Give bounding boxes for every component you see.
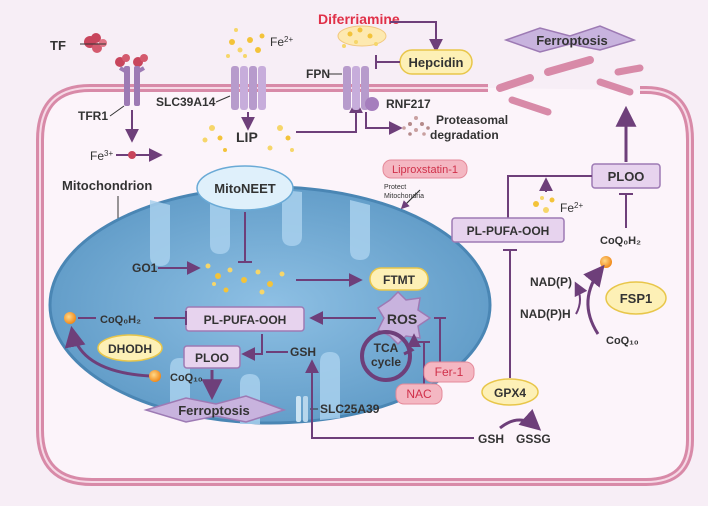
gpx4-label: GPX4 bbox=[494, 386, 526, 400]
fe3-label: Fe3+ bbox=[90, 149, 113, 164]
coq-h2-right-label: CoQ₀H₂ bbox=[600, 235, 641, 247]
mitoneet-label: MitoNEET bbox=[214, 181, 275, 196]
tca-label: TCA bbox=[374, 341, 399, 355]
proteasome-icon bbox=[402, 116, 430, 136]
ferroptosis-top-star bbox=[503, 25, 637, 53]
membrane-fragment bbox=[508, 96, 552, 116]
coq10-right-label: CoQ₁₀ bbox=[606, 335, 639, 347]
pl-pufa-to-ploo-arrow bbox=[241, 334, 263, 361]
coq10-left-label: CoQ₁₀ bbox=[170, 372, 203, 384]
pl-pufa-to-ploo-line bbox=[507, 175, 592, 218]
fpn-transporter bbox=[343, 66, 369, 110]
slc39a14-transporter bbox=[231, 66, 266, 110]
ferroptosis-bottom-star bbox=[143, 395, 287, 423]
ftmt-box bbox=[369, 267, 429, 291]
coq-h2-left-label: CoQ₀H₂ bbox=[100, 314, 141, 326]
degradation-label: degradation bbox=[430, 128, 499, 142]
nac-label: NAC bbox=[406, 387, 432, 401]
rnf217-protein bbox=[365, 97, 379, 111]
gpx4-box bbox=[481, 378, 539, 406]
lip-label: LIP bbox=[236, 129, 258, 145]
fe3-ion bbox=[128, 151, 136, 159]
gsh-to-gssg-arrow bbox=[499, 408, 542, 431]
iron-cluster-mito bbox=[205, 263, 285, 295]
ploo-left-box bbox=[183, 345, 241, 369]
nadp-label: NAD(P) bbox=[530, 275, 572, 289]
dhodh-label: DHODH bbox=[108, 342, 152, 356]
liproxstatin-arrow bbox=[400, 189, 421, 210]
gsh-import-arrow bbox=[305, 359, 474, 439]
rnf217-label: RNF217 bbox=[386, 97, 431, 111]
fpn-label: FPN bbox=[306, 67, 330, 81]
dhodh-box bbox=[97, 334, 163, 362]
fsp1-box bbox=[605, 281, 667, 315]
mitochondrion-label: Mitochondrion bbox=[62, 178, 152, 193]
proteasomal-label: Proteasomal bbox=[436, 113, 508, 127]
mitoneet-box bbox=[196, 165, 294, 211]
liproxstatin-box bbox=[382, 159, 468, 179]
coq10-left-ion bbox=[149, 370, 161, 382]
gsh-mito-label: GSH bbox=[290, 345, 316, 359]
fer1-box bbox=[423, 361, 475, 383]
ftmt-label: FTMT bbox=[383, 273, 416, 287]
gssg-label: GSSG bbox=[516, 432, 551, 446]
slc25a39-transporter bbox=[296, 396, 308, 422]
iron-cluster-top bbox=[226, 28, 265, 58]
gsh-bottom-label: GSH bbox=[478, 432, 504, 446]
membrane-fragment bbox=[496, 74, 534, 92]
membrane-fragment bbox=[614, 64, 644, 76]
nadph-to-nadp-arrow bbox=[574, 281, 588, 315]
dhodh-cycle-arrow bbox=[64, 325, 151, 378]
coq-h2-left-ion bbox=[64, 312, 76, 324]
coq-h2-right-ion bbox=[600, 256, 612, 268]
fsp1-cycle-arrow bbox=[583, 264, 605, 335]
tf-label: TF bbox=[50, 38, 66, 53]
tfr1-pointer bbox=[109, 105, 125, 117]
diferriamine-complex bbox=[337, 25, 387, 47]
cycle-label: cycle bbox=[371, 355, 401, 369]
iron-cluster-right bbox=[533, 196, 555, 213]
pl-pufa-ooh-right-label: PL-PUFA-OOH bbox=[467, 224, 550, 238]
ploo-right-label: PLOO bbox=[608, 169, 645, 184]
lip-to-fpn-arrow bbox=[296, 99, 363, 133]
ferroptosis-bottom-label: Ferroptosis bbox=[178, 403, 250, 418]
mitochondria-label: Mitochondria bbox=[384, 193, 424, 200]
fpn-degradation-arrow bbox=[365, 112, 403, 135]
slc39a14-label: SLC39A14 bbox=[156, 95, 216, 109]
fer1-label: Fer-1 bbox=[435, 365, 464, 379]
tfr1-label: TFR1 bbox=[78, 109, 108, 123]
pl-pufa-ooh-right-box bbox=[451, 217, 565, 243]
hepcidin-label: Hepcidin bbox=[409, 55, 464, 70]
fsp1-label: FSP1 bbox=[620, 291, 653, 306]
nac-box bbox=[395, 383, 443, 405]
transferrin-receptor bbox=[84, 33, 148, 106]
diferriamine-to-hepcidin-arrow bbox=[390, 21, 443, 53]
tca-cycle-ring bbox=[360, 330, 412, 382]
ferroptosis-top-label: Ferroptosis bbox=[536, 33, 608, 48]
iron-cluster-lip bbox=[202, 125, 294, 152]
protect-label: Protect bbox=[384, 184, 406, 191]
fe2-top-label: Fe2+ bbox=[270, 35, 293, 50]
membrane-fragment bbox=[544, 56, 594, 76]
pl-pufa-ooh-left-label: PL-PUFA-OOH bbox=[204, 313, 287, 327]
membrane-fragment bbox=[596, 78, 634, 96]
slc39a14-pointer bbox=[215, 95, 231, 103]
slc25a39-label: SLC25A39 bbox=[320, 402, 380, 416]
fe2-right-label: Fe2+ bbox=[560, 201, 583, 216]
liproxstatin-label: Liproxstatin-1 bbox=[392, 164, 458, 176]
ploo-left-label: PLOO bbox=[195, 351, 229, 365]
nadph-label: NAD(P)H bbox=[520, 307, 571, 321]
diferriamine-label: Diferriamine bbox=[318, 11, 400, 27]
iron-cluster-diferriamine bbox=[342, 27, 378, 48]
go1-label: GO1 bbox=[132, 261, 158, 275]
ros-label: ROS bbox=[387, 311, 417, 327]
